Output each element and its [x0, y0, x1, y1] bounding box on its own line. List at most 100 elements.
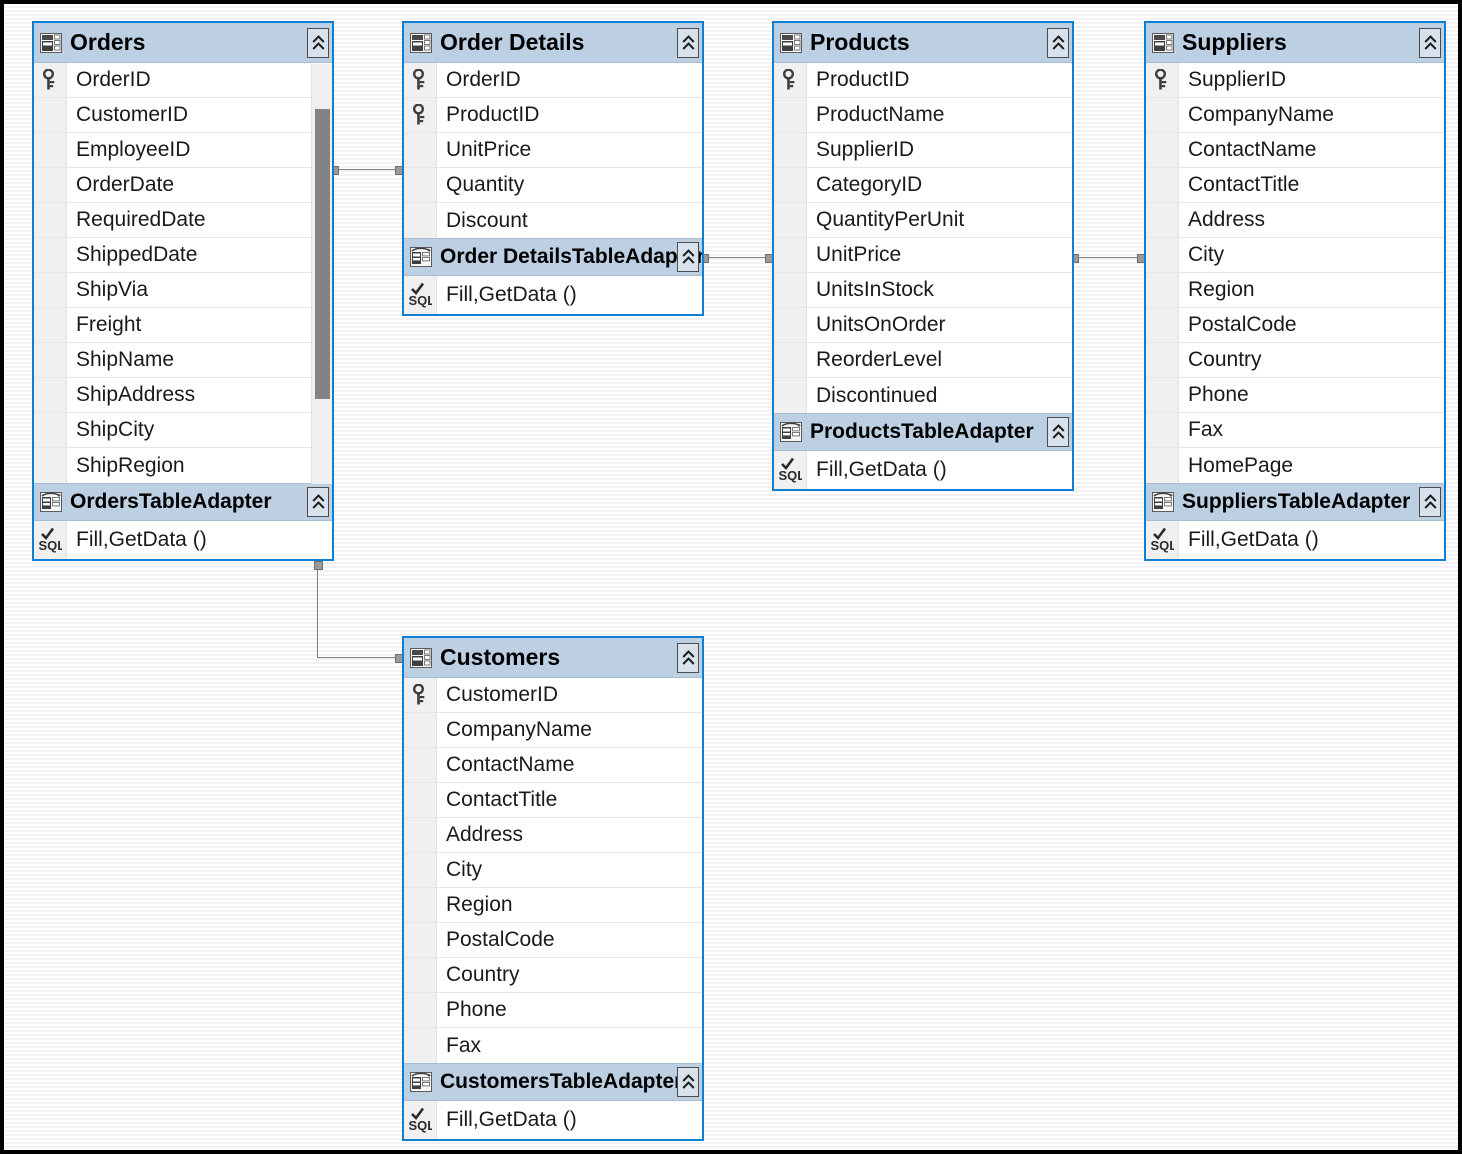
- table-adapter-header[interactable]: CustomersTableAdapter: [404, 1063, 702, 1101]
- table-header[interactable]: Orders: [34, 23, 332, 63]
- scrollbar-thumb[interactable]: [315, 109, 330, 399]
- collapse-chevron-icon[interactable]: [677, 1067, 699, 1097]
- column-row[interactable]: UnitsInStock: [774, 273, 1072, 308]
- relation-orders-order-details[interactable]: [334, 169, 400, 170]
- column-row[interactable]: Address: [1146, 203, 1444, 238]
- column-row[interactable]: ContactName: [404, 748, 702, 783]
- column-name: ShipAddress: [76, 383, 196, 406]
- relation-orders-customers-vertical[interactable]: [317, 567, 318, 657]
- table-header[interactable]: Order Details: [404, 23, 702, 63]
- column-row[interactable]: RequiredDate: [34, 203, 332, 238]
- table-adapter-header[interactable]: ProductsTableAdapter: [774, 413, 1072, 451]
- column-gutter: [34, 238, 67, 272]
- column-row[interactable]: ShipAddress: [34, 378, 332, 413]
- column-row[interactable]: PostalCode: [1146, 308, 1444, 343]
- collapse-chevron-icon[interactable]: [1047, 417, 1069, 447]
- column-row[interactable]: ContactName: [1146, 133, 1444, 168]
- column-row[interactable]: Phone: [404, 993, 702, 1028]
- column-row[interactable]: City: [1146, 238, 1444, 273]
- column-row[interactable]: HomePage: [1146, 448, 1444, 483]
- column-row[interactable]: ShippedDate: [34, 238, 332, 273]
- column-row[interactable]: QuantityPerUnit: [774, 203, 1072, 238]
- column-row[interactable]: UnitsOnOrder: [774, 308, 1072, 343]
- column-row[interactable]: Phone: [1146, 378, 1444, 413]
- column-row[interactable]: ContactTitle: [1146, 168, 1444, 203]
- column-row[interactable]: Quantity: [404, 168, 702, 203]
- column-row[interactable]: UnitPrice: [404, 133, 702, 168]
- column-row[interactable]: City: [404, 853, 702, 888]
- relation-products-suppliers[interactable]: [1074, 257, 1142, 258]
- column-row[interactable]: ShipRegion: [34, 448, 332, 483]
- collapse-chevron-icon[interactable]: [307, 27, 329, 58]
- column-name: ContactName: [446, 753, 575, 776]
- table-header[interactable]: Customers: [404, 638, 702, 678]
- column-row[interactable]: ContactTitle: [404, 783, 702, 818]
- column-row[interactable]: ShipVia: [34, 273, 332, 308]
- column-gutter: [404, 748, 437, 782]
- column-row[interactable]: ShipName: [34, 343, 332, 378]
- column-row[interactable]: SupplierID: [774, 133, 1072, 168]
- column-row[interactable]: OrderID: [34, 63, 332, 98]
- column-row[interactable]: CustomerID: [404, 678, 702, 713]
- table-adapter-name: CustomersTableAdapter: [440, 1070, 683, 1093]
- relation-orders-customers-horizontal[interactable]: [317, 657, 400, 658]
- collapse-chevron-icon[interactable]: [1419, 27, 1441, 58]
- adapter-query-row[interactable]: SQLFill,GetData (): [1146, 521, 1444, 559]
- table-adapter-header[interactable]: SuppliersTableAdapter: [1146, 483, 1444, 521]
- column-row[interactable]: ProductID: [774, 63, 1072, 98]
- column-name: OrderID: [446, 68, 521, 91]
- column-row[interactable]: ReorderLevel: [774, 343, 1072, 378]
- column-row[interactable]: CompanyName: [1146, 98, 1444, 133]
- column-row[interactable]: Freight: [34, 308, 332, 343]
- adapter-query-row[interactable]: SQLFill,GetData (): [404, 1101, 702, 1139]
- column-row[interactable]: Discount: [404, 203, 702, 238]
- relation-order-details-products[interactable]: [704, 257, 770, 258]
- column-row[interactable]: Fax: [1146, 413, 1444, 448]
- adapter-query-row[interactable]: SQLFill,GetData (): [34, 521, 332, 559]
- column-row[interactable]: CategoryID: [774, 168, 1072, 203]
- column-name: Phone: [446, 998, 507, 1021]
- collapse-chevron-icon[interactable]: [1047, 27, 1069, 58]
- column-row[interactable]: Fax: [404, 1028, 702, 1063]
- column-row[interactable]: Address: [404, 818, 702, 853]
- column-row[interactable]: CustomerID: [34, 98, 332, 133]
- column-row[interactable]: CompanyName: [404, 713, 702, 748]
- column-row[interactable]: Discontinued: [774, 378, 1072, 413]
- column-row[interactable]: EmployeeID: [34, 133, 332, 168]
- collapse-chevron-icon[interactable]: [677, 642, 699, 673]
- column-row[interactable]: UnitPrice: [774, 238, 1072, 273]
- table-adapter-header[interactable]: OrdersTableAdapter: [34, 483, 332, 521]
- collapse-chevron-icon[interactable]: [1419, 487, 1441, 517]
- column-row[interactable]: ProductID: [404, 98, 702, 133]
- column-row[interactable]: OrderID: [404, 63, 702, 98]
- adapter-query-row[interactable]: SQLFill,GetData (): [774, 451, 1072, 489]
- column-name: UnitsInStock: [816, 278, 934, 301]
- column-row[interactable]: OrderDate: [34, 168, 332, 203]
- column-row[interactable]: SupplierID: [1146, 63, 1444, 98]
- column-row[interactable]: Country: [404, 958, 702, 993]
- table-header[interactable]: Suppliers: [1146, 23, 1444, 63]
- column-row[interactable]: Country: [1146, 343, 1444, 378]
- column-row[interactable]: Region: [1146, 273, 1444, 308]
- table-adapter-header[interactable]: Order DetailsTableAdapter: [404, 238, 702, 276]
- column-row[interactable]: Region: [404, 888, 702, 923]
- primary-key-icon: [412, 684, 428, 706]
- vertical-scrollbar[interactable]: [311, 64, 332, 484]
- column-name: PostalCode: [446, 928, 555, 951]
- column-name: SupplierID: [816, 138, 915, 161]
- collapse-chevron-icon[interactable]: [677, 242, 699, 272]
- column-row[interactable]: ProductName: [774, 98, 1072, 133]
- column-row[interactable]: ShipCity: [34, 413, 332, 448]
- svg-text:SQL: SQL: [409, 1118, 433, 1133]
- collapse-chevron-icon[interactable]: [677, 27, 699, 58]
- adapter-query-row[interactable]: SQLFill,GetData (): [404, 276, 702, 314]
- collapse-chevron-icon[interactable]: [307, 487, 329, 517]
- table-header[interactable]: Products: [774, 23, 1072, 63]
- column-row[interactable]: PostalCode: [404, 923, 702, 958]
